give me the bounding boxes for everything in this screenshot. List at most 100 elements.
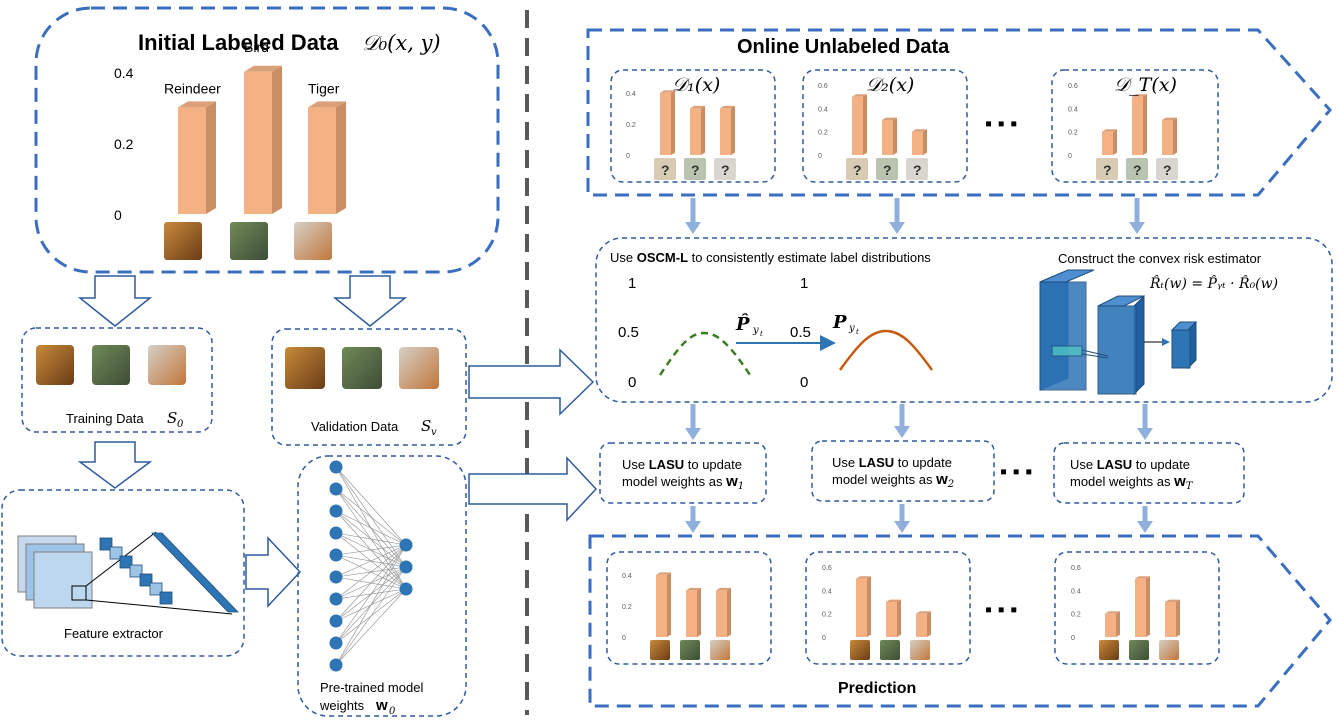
svg-text:?: ? xyxy=(721,162,730,178)
lasu-line1: Use LASU to update xyxy=(832,455,952,470)
training-data-box: Training Data S 0 xyxy=(21,327,213,433)
svg-text:0: 0 xyxy=(628,374,636,391)
bird-image xyxy=(342,347,382,389)
output-neuron xyxy=(399,582,413,596)
validation-data-box: Validation Data S v xyxy=(271,328,467,446)
svg-text:t: t xyxy=(760,330,763,338)
feature-cube xyxy=(139,573,153,587)
chart-bar xyxy=(1165,599,1180,637)
svg-text:?: ? xyxy=(691,162,700,178)
svg-text:?: ? xyxy=(1133,162,1142,178)
unknown-image: ? xyxy=(876,158,898,180)
online-dist-label: 𝒟₁(x) xyxy=(672,74,720,96)
chart-ytick: 0 xyxy=(622,635,626,642)
input-neuron xyxy=(329,526,343,540)
chart-ytick: 0.6 xyxy=(818,83,828,90)
input-neuron xyxy=(329,592,343,606)
down-arrow xyxy=(894,404,910,438)
initial-ytick: 0.4 xyxy=(114,65,134,81)
pretrained-w: w xyxy=(375,697,388,714)
chart-ytick: 0.4 xyxy=(818,106,828,113)
unknown-image: ? xyxy=(714,158,736,180)
chart-ytick: 0 xyxy=(822,635,826,642)
true-label: P xyxy=(832,312,847,333)
lasu-line2: model weights as w2 xyxy=(832,471,954,490)
lasu-line2: model weights as wT xyxy=(1070,473,1194,492)
chart-ytick: 0 xyxy=(626,153,630,160)
validation-sub: v xyxy=(431,427,437,438)
chart-ytick: 0.2 xyxy=(622,604,632,611)
risk-formula: R̂ₜ(w) = P̂ᵧₜ · R̂₀(w) xyxy=(1149,274,1278,292)
training-sub: 0 xyxy=(177,419,184,430)
chart-bar xyxy=(916,611,931,637)
deer-image xyxy=(650,640,670,660)
chart-bar xyxy=(852,94,867,155)
svg-text:?: ? xyxy=(661,162,670,178)
svg-text:t: t xyxy=(856,328,859,336)
input-neuron xyxy=(329,460,343,474)
tiger-image xyxy=(399,347,439,389)
chart-bar xyxy=(660,90,675,155)
network-edges xyxy=(335,466,407,666)
down-arrow xyxy=(1137,506,1153,533)
svg-text:?: ? xyxy=(853,162,862,178)
chart-ytick: 0.4 xyxy=(822,588,832,595)
tiger-image xyxy=(1159,640,1179,660)
prediction-ellipsis: ▪ ▪ ▪ xyxy=(985,599,1017,621)
chart-ytick: 0.6 xyxy=(1071,565,1081,572)
output-neuron xyxy=(399,560,413,574)
input-neuron xyxy=(329,658,343,672)
svg-text:y: y xyxy=(752,325,759,336)
cnn-blocks xyxy=(1039,269,1198,396)
unknown-image: ? xyxy=(1156,158,1178,180)
estimated-distribution-curve: 1 0.5 0 xyxy=(618,275,752,391)
deer-image xyxy=(164,222,202,260)
bird-image xyxy=(880,640,900,660)
input-neuron xyxy=(329,570,343,584)
unknown-image: ? xyxy=(1126,158,1148,180)
online-dist-label: 𝒟₂(x) xyxy=(866,74,914,96)
deer-image xyxy=(1099,640,1119,660)
down-arrow xyxy=(685,198,701,234)
feature-cube xyxy=(159,591,173,605)
tiger-image xyxy=(294,222,332,260)
feature-cube xyxy=(149,582,163,596)
tiger-image xyxy=(710,640,730,660)
pretrained-line1: Pre-trained model xyxy=(320,680,423,695)
svg-text:?: ? xyxy=(883,162,892,178)
chart-ytick: 0.2 xyxy=(1071,612,1081,619)
initial-bar-tiger xyxy=(308,101,346,214)
chart-bar xyxy=(690,105,705,155)
feature-map-3 xyxy=(33,551,93,609)
input-neuron xyxy=(329,548,343,562)
svg-text:?: ? xyxy=(1103,162,1112,178)
estimated-label: P̂ xyxy=(735,313,750,335)
split-arrows xyxy=(77,275,598,608)
chart-bar xyxy=(1162,117,1177,155)
chart-bar xyxy=(686,587,701,637)
chart-ytick: 0.6 xyxy=(822,565,832,572)
bird-image xyxy=(230,222,268,260)
down-arrow xyxy=(1137,404,1153,440)
svg-text:1: 1 xyxy=(628,275,636,292)
chart-bar xyxy=(1102,129,1117,155)
training-math: S xyxy=(167,409,177,427)
deer-image xyxy=(285,347,325,389)
chart-bar xyxy=(1105,611,1120,637)
feature-extractor-box: Feature extractor xyxy=(1,489,245,657)
chart-bar xyxy=(886,599,901,637)
unknown-image: ? xyxy=(654,158,676,180)
feature-label: Feature extractor xyxy=(64,626,164,641)
down-arrow xyxy=(889,198,905,234)
bird-image xyxy=(680,640,700,660)
initial-bar-reindeer xyxy=(178,101,216,214)
input-neuron xyxy=(329,482,343,496)
chart-bar xyxy=(912,129,927,155)
feature-cube xyxy=(109,546,123,560)
chart-bar xyxy=(716,587,731,637)
true-distribution-curve: 1 0.5 0 xyxy=(790,275,934,391)
lasu-line1: Use LASU to update xyxy=(622,457,742,472)
chart-ytick: 0 xyxy=(1068,153,1072,160)
